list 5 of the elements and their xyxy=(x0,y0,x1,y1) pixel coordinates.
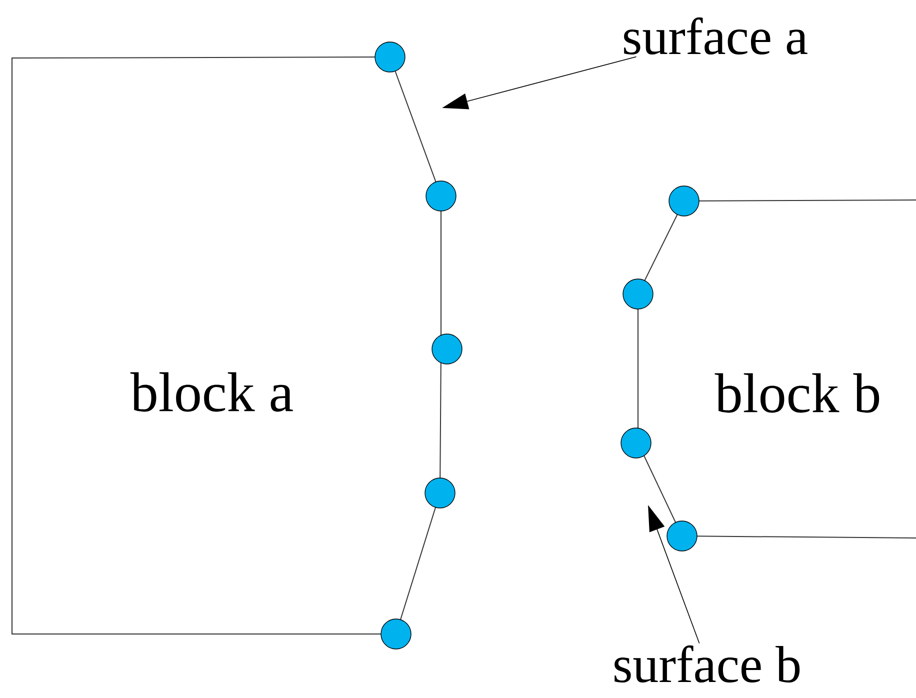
node-label: block b xyxy=(714,373,880,413)
surface-label: surface a xyxy=(624,17,808,55)
block-drawing: block b xyxy=(620,186,916,552)
surface-label: surface b xyxy=(614,645,800,683)
block-drawing: block a xyxy=(12,42,462,650)
